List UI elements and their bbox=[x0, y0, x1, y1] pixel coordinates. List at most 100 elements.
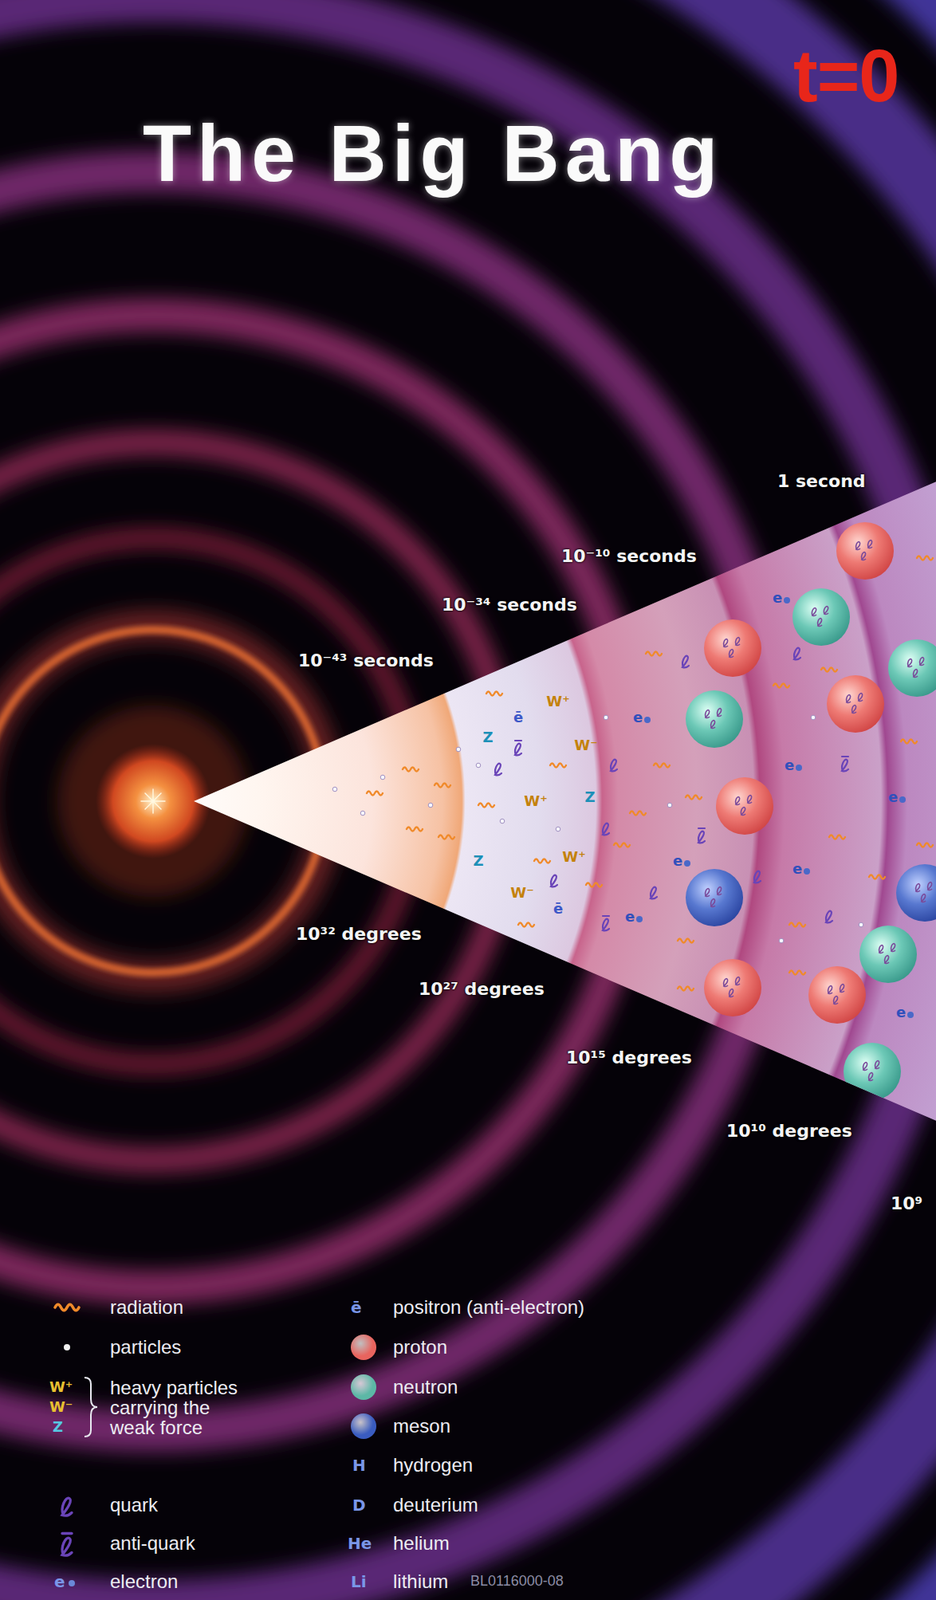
cone-contents bbox=[332, 522, 936, 1101]
legend-text: positron (anti-electron) bbox=[393, 1296, 585, 1319]
proton-sphere bbox=[808, 966, 866, 1024]
electron-dot bbox=[684, 860, 691, 867]
radiation-squiggle bbox=[829, 835, 846, 840]
electron-dot bbox=[803, 868, 811, 875]
radiation-squiggle bbox=[585, 883, 602, 888]
meson-sphere bbox=[685, 869, 744, 927]
anti-quark-sample bbox=[62, 1533, 72, 1557]
z-boson-symbol: Z bbox=[584, 788, 595, 807]
radiation-squiggle bbox=[821, 668, 838, 673]
radiation-squiggle bbox=[677, 987, 694, 992]
radiation-squiggle bbox=[402, 767, 419, 772]
w-boson-symbol: W⁺ bbox=[523, 792, 547, 811]
time-label: 10⁻³⁴ seconds bbox=[441, 594, 578, 616]
anti-quark-glyph bbox=[698, 828, 705, 843]
particle-dot bbox=[667, 802, 673, 808]
temperature-label: 10²⁷ degrees bbox=[418, 979, 545, 1000]
meson-sphere bbox=[704, 887, 722, 908]
particle-dot bbox=[555, 826, 561, 832]
singularity bbox=[141, 789, 166, 814]
proton-sphere bbox=[703, 959, 762, 1017]
neutron-sphere bbox=[859, 925, 917, 984]
proton-sphere bbox=[827, 984, 845, 1005]
temperature-label: 10¹⁵ degrees bbox=[566, 1047, 693, 1069]
electron-dot bbox=[795, 764, 803, 771]
radiation-squiggle bbox=[486, 692, 503, 697]
meson-sphere bbox=[896, 864, 936, 922]
radiation-squiggle bbox=[900, 739, 917, 744]
legend-text: proton bbox=[393, 1336, 448, 1359]
particle-dot bbox=[810, 715, 816, 720]
proton-sphere bbox=[723, 637, 740, 658]
legend-brace bbox=[84, 1377, 98, 1437]
electron-dot bbox=[907, 1011, 914, 1019]
legend-text: neutron bbox=[393, 1376, 458, 1399]
positron-symbol: ē bbox=[513, 708, 524, 727]
legend-text: helium bbox=[393, 1532, 450, 1555]
positron-symbol: ē bbox=[553, 900, 563, 918]
anti-quark-glyph bbox=[841, 756, 849, 771]
particle-dot bbox=[603, 715, 609, 720]
electron-symbol: e bbox=[772, 589, 783, 607]
anti-quark-glyph bbox=[602, 916, 610, 931]
neutron-sphere bbox=[704, 708, 722, 729]
legend-swatch bbox=[350, 1374, 377, 1401]
legend-symbol: He bbox=[347, 1533, 372, 1554]
electron-symbol: e bbox=[896, 1003, 906, 1022]
legend-text: quark bbox=[110, 1494, 158, 1517]
quark-glyph bbox=[682, 656, 689, 669]
w-boson-symbol: W⁻ bbox=[510, 884, 534, 902]
quark-glyph bbox=[495, 648, 833, 924]
electron-dot bbox=[783, 597, 791, 604]
singularity bbox=[95, 743, 211, 859]
particle-dot bbox=[428, 802, 433, 808]
quark-glyph bbox=[610, 759, 618, 772]
electron-symbol: e bbox=[784, 756, 795, 775]
legend-text: electron bbox=[110, 1570, 178, 1593]
legend-text: hydrogen bbox=[393, 1454, 473, 1477]
legend-swatch bbox=[350, 1413, 377, 1440]
particle-dot bbox=[858, 922, 864, 928]
radiation-squiggle bbox=[434, 783, 451, 788]
anti-quark-glyph bbox=[515, 740, 849, 931]
proton-sphere bbox=[845, 693, 863, 714]
radiation-squiggle bbox=[677, 939, 694, 944]
w-boson-symbol: W⁻ bbox=[574, 736, 598, 755]
electron-dot bbox=[644, 716, 651, 724]
legend-text: meson bbox=[393, 1415, 451, 1438]
neutron-sphere bbox=[685, 690, 744, 748]
legend-symbol: Li bbox=[350, 1572, 367, 1592]
neutron-sphere bbox=[862, 1061, 880, 1082]
quark-glyph bbox=[754, 871, 761, 884]
legend-symbols bbox=[55, 1304, 98, 1587]
time-marker: t=0 bbox=[793, 31, 900, 120]
radiation-squiggle bbox=[789, 923, 806, 928]
neutron-sphere bbox=[907, 657, 925, 678]
electron-symbol: e bbox=[625, 908, 635, 926]
electron-dot bbox=[636, 916, 643, 923]
proton-sphere bbox=[826, 675, 885, 733]
legend-symbol: e bbox=[54, 1572, 66, 1592]
meson-sphere bbox=[915, 882, 933, 903]
legend-symbol: W⁻ bbox=[49, 1398, 73, 1416]
w-boson-symbol: W⁺ bbox=[562, 848, 586, 866]
neutron-sphere bbox=[843, 1042, 901, 1101]
watermark: BL0116000-08 bbox=[470, 1573, 564, 1591]
particle-dot bbox=[475, 762, 481, 768]
radiation-squiggle bbox=[629, 811, 646, 816]
radiation-squiggle bbox=[366, 791, 383, 796]
particle-dot bbox=[778, 938, 784, 944]
proton-sphere bbox=[735, 795, 752, 816]
legend-text: heavy particles carrying the weak force bbox=[110, 1377, 242, 1438]
proton-sphere bbox=[855, 540, 873, 561]
particle-dot bbox=[332, 786, 338, 792]
w-boson-symbol: W⁺ bbox=[546, 692, 570, 711]
legend-text: deuterium bbox=[393, 1494, 479, 1517]
radiation-squiggle bbox=[773, 684, 790, 689]
